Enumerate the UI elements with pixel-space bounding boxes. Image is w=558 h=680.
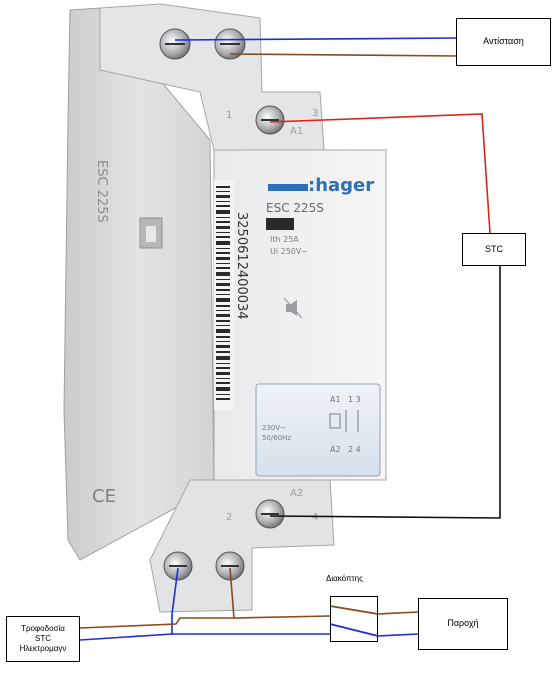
window-24: 2 4 — [348, 445, 361, 454]
screw-top-left — [159, 28, 191, 60]
rating-plate — [266, 218, 294, 230]
wire-brown-feed — [79, 617, 234, 629]
ce-mark: CE — [92, 486, 116, 507]
brand-bar-icon — [268, 184, 308, 191]
feed-box: Τροφοδοσία STC Ηλεκτρομαγν — [6, 616, 80, 662]
stc-box: STC — [462, 233, 526, 266]
side-embossed-text: ESC 225S — [94, 160, 109, 223]
wire-brown-resistance — [229, 53, 457, 57]
contactor-device: ESC 225S CE :hager ESC 225S Ith 25A Ui 2… — [63, 3, 387, 613]
switch-box — [330, 596, 378, 642]
switch-contact-blue — [329, 623, 379, 637]
screw-bottom-left — [163, 551, 193, 581]
rating-line1: Ith 25A — [270, 235, 299, 244]
wire-brown-supply — [377, 611, 419, 615]
terminal-label-3: 3 — [312, 108, 318, 119]
terminal-label-4: 4 — [312, 512, 318, 523]
window-13: 1 3 — [348, 395, 361, 404]
terminal-label-a1: A1 — [290, 126, 303, 137]
model-label: ESC 225S — [266, 201, 324, 215]
supply-label: Παροχή — [447, 618, 479, 629]
terminal-label-2: 2 — [226, 512, 232, 523]
rating-line2: Ui 250V~ — [270, 247, 308, 256]
screw-a1 — [255, 105, 285, 135]
wire-black-stc-a2 — [269, 266, 501, 519]
supply-box: Παροχή — [418, 598, 508, 650]
window-a2: A2 — [330, 445, 341, 454]
barcode-number: 3250612400034 — [234, 212, 249, 320]
coil-symbol-icon — [329, 410, 359, 432]
resistance-label: Αντίσταση — [483, 36, 524, 47]
terminal-label-1: 1 — [226, 110, 232, 121]
switch-label: Διακόπτης — [326, 574, 363, 583]
wire-blue-supply — [377, 633, 419, 637]
indicator-window — [255, 383, 381, 477]
stc-label: STC — [485, 243, 503, 254]
no-noise-icon — [283, 297, 303, 319]
terminal-label-a2: A2 — [290, 488, 303, 499]
feed-label-line2: STC — [35, 634, 51, 643]
feed-label-line3: Ηλεκτρομαγν — [19, 644, 67, 653]
window-v1: 230V~ — [262, 424, 286, 432]
screw-bottom-right — [215, 551, 245, 581]
contactor-side-panel — [63, 7, 215, 561]
switch-contact-brown — [329, 605, 379, 615]
wire-red-a1-stc — [269, 113, 491, 234]
barcode: 3250612400034 — [214, 180, 249, 410]
feed-label-line1: Τροφοδοσία — [21, 624, 65, 633]
wire-blue-resistance — [174, 37, 457, 41]
screw-top-right — [214, 28, 246, 60]
window-a1: A1 — [330, 395, 341, 404]
resistance-box: Αντίσταση — [456, 18, 551, 66]
window-v2: 50/60Hz — [262, 434, 291, 442]
brand-logo: :hager — [308, 175, 374, 196]
bottom-terminal-block — [149, 479, 335, 613]
screw-a2 — [255, 499, 285, 529]
wires — [79, 37, 501, 641]
